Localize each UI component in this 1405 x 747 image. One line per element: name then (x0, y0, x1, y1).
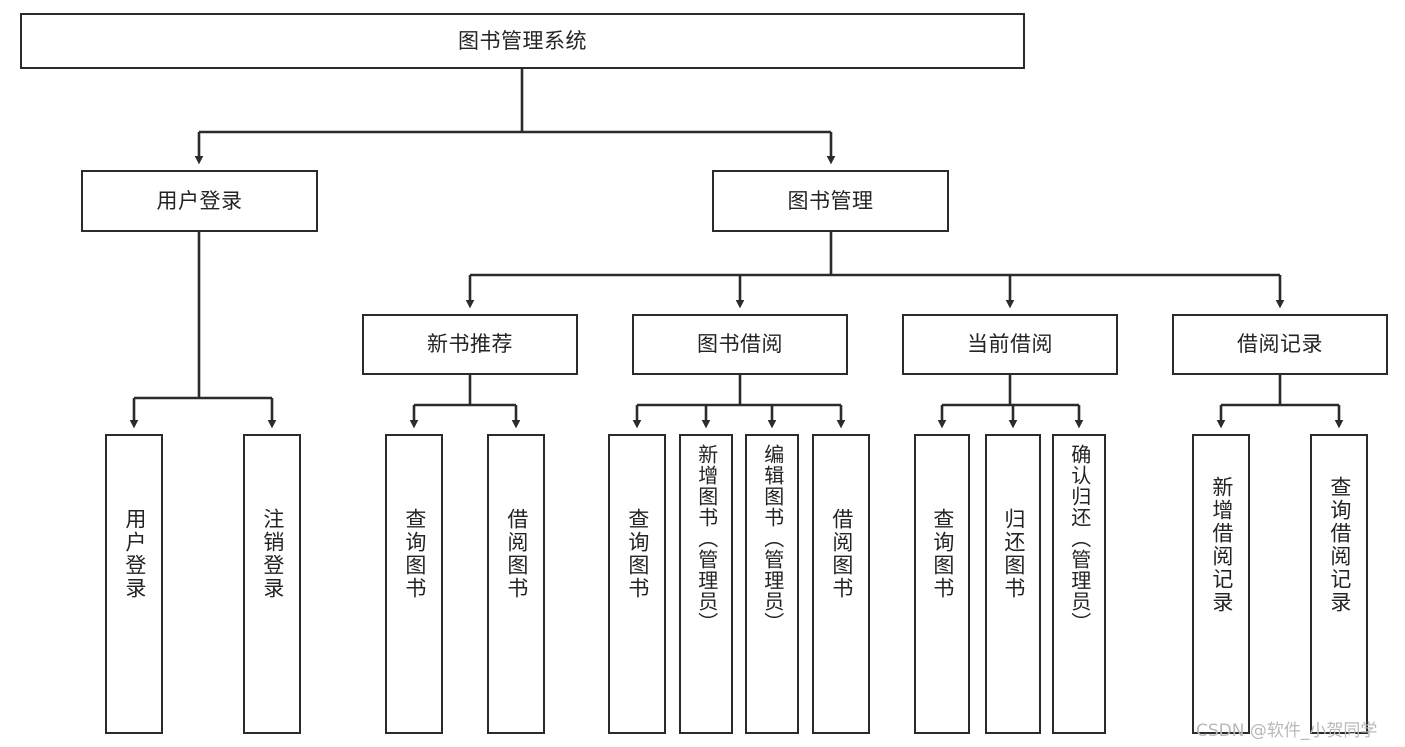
node-borrow-record-label: 借阅记录 (1237, 332, 1323, 357)
node-leaf-user-logout[interactable]: 注销登录 (243, 434, 301, 734)
csdn-watermark: CSDN @软件_小贺同学 (1196, 721, 1378, 741)
node-leaf-confirm-return-label: 确认归还（管理员） (1067, 444, 1092, 633)
node-book-borrow-label: 图书借阅 (697, 332, 783, 357)
node-root[interactable]: 图书管理系统 (20, 13, 1025, 69)
node-current-borrow-label: 当前借阅 (967, 332, 1053, 357)
node-leaf-borrow-book-1[interactable]: 借阅图书 (487, 434, 545, 734)
node-leaf-add-book[interactable]: 新增图书（管理员） (679, 434, 733, 734)
node-new-book-recommend[interactable]: 新书推荐 (362, 314, 578, 375)
node-leaf-add-book-label: 新增图书（管理员） (694, 444, 719, 633)
node-book-borrow[interactable]: 图书借阅 (632, 314, 848, 375)
node-leaf-query-book-2-label: 查询图书 (625, 508, 650, 600)
node-leaf-query-book-3-label: 查询图书 (930, 508, 955, 600)
node-leaf-borrow-book-1-label: 借阅图书 (504, 508, 529, 600)
node-leaf-query-book-2[interactable]: 查询图书 (608, 434, 666, 734)
node-leaf-return-book[interactable]: 归还图书 (985, 434, 1041, 734)
node-leaf-confirm-return[interactable]: 确认归还（管理员） (1052, 434, 1106, 734)
node-new-book-recommend-label: 新书推荐 (427, 332, 513, 357)
node-leaf-add-record[interactable]: 新增借阅记录 (1192, 434, 1250, 734)
node-user-login-label: 用户登录 (156, 188, 243, 213)
node-leaf-query-record[interactable]: 查询借阅记录 (1310, 434, 1368, 734)
node-root-label: 图书管理系统 (458, 28, 587, 53)
node-leaf-return-book-label: 归还图书 (1001, 508, 1026, 600)
node-leaf-query-book-1[interactable]: 查询图书 (385, 434, 443, 734)
node-leaf-borrow-book-2[interactable]: 借阅图书 (812, 434, 870, 734)
node-leaf-user-login[interactable]: 用户登录 (105, 434, 163, 734)
node-current-borrow[interactable]: 当前借阅 (902, 314, 1118, 375)
node-leaf-query-book-1-label: 查询图书 (402, 508, 427, 600)
node-leaf-edit-book[interactable]: 编辑图书（管理员） (745, 434, 799, 734)
node-leaf-edit-book-label: 编辑图书（管理员） (760, 444, 785, 633)
node-borrow-record[interactable]: 借阅记录 (1172, 314, 1388, 375)
node-leaf-user-logout-label: 注销登录 (260, 508, 285, 600)
node-leaf-query-book-3[interactable]: 查询图书 (914, 434, 970, 734)
node-leaf-add-record-label: 新增借阅记录 (1209, 476, 1234, 614)
node-leaf-query-record-label: 查询借阅记录 (1327, 476, 1352, 614)
node-book-manage-label: 图书管理 (787, 188, 874, 213)
node-leaf-borrow-book-2-label: 借阅图书 (829, 508, 854, 600)
node-book-manage[interactable]: 图书管理 (712, 170, 949, 232)
node-user-login[interactable]: 用户登录 (81, 170, 318, 232)
node-leaf-user-login-label: 用户登录 (122, 508, 147, 600)
